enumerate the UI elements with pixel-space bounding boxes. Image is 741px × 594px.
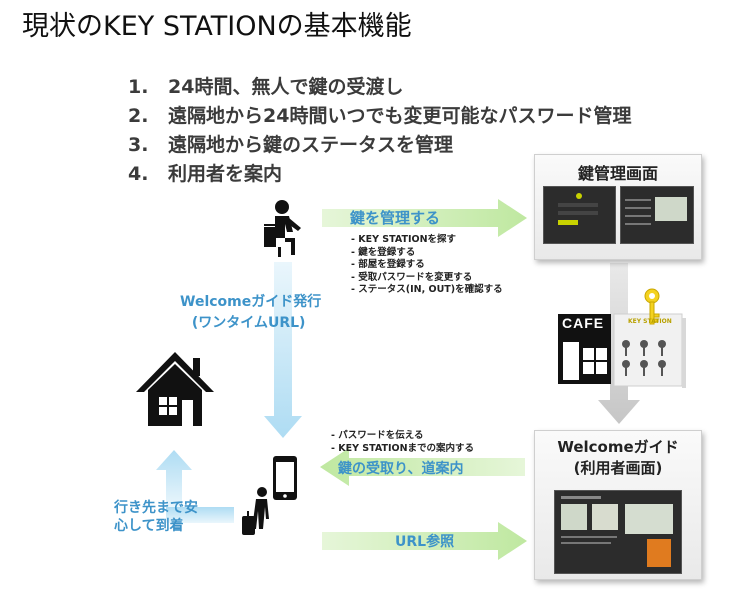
smartphone-icon [273,456,297,500]
feature-item: 2.遠隔地から24時間いつでも変更可能なパスワード管理 [128,105,632,127]
arrive-arrow-vertical [156,450,192,507]
arrive-arrow-horizontal [166,507,234,523]
manage-note: - KEY STATIONを探す [351,234,457,245]
welcome-screen [554,490,682,574]
key-screen-map [620,186,694,244]
cafe-storefront-icon [558,314,611,384]
manage-note: - 受取パスワードを変更する [351,271,473,283]
url-arrow [322,522,527,560]
feature-item: 1.24時間、無人で鍵の受渡し [128,76,404,98]
issue-label: Welcomeガイド発行 (ワンタイムURL) [180,294,322,331]
key-management-panel: 鍵管理画面 [534,154,702,260]
feature-list: 1.24時間、無人で鍵の受渡し 2.遠隔地から24時間いつでも変更可能なパスワー… [128,72,631,188]
key-panel-title: 鍵管理画面 [577,164,658,183]
manage-note: - ステータス(IN, OUT)を確認する [351,284,503,295]
receive-notes: - パスワードを伝える - KEY STATIONまでの案内する [331,430,474,455]
manage-arrow [322,199,527,237]
key-station-box [613,313,686,388]
manage-note: - 鍵を登録する [351,246,416,258]
receive-note: - パスワードを伝える [331,430,424,441]
manage-notes: - KEY STATIONを探す - 鍵を登録する - 部屋を登録する - 受取… [351,234,503,297]
issue-arrow [264,262,302,438]
receive-arrow-label: 鍵の受取り、道案内 [338,461,464,477]
house-icon [136,352,214,426]
receive-note: - KEY STATIONまでの案内する [331,442,475,454]
feature-item: 3.遠隔地から鍵のステータスを管理 [128,134,454,156]
arrive-label: 行き先まで安 心して到着 [114,500,198,534]
welcome-guide-panel: Welcomeガイド (利用者画面) [534,430,702,580]
key-screen-login [543,186,616,244]
feature-item: 4.利用者を案内 [128,163,283,185]
person-at-desk-icon [264,200,301,257]
traveler-icon [242,487,269,535]
url-arrow-label: URL参照 [395,534,455,550]
welcome-panel-title: Welcomeガイド (利用者画面) [557,438,679,477]
key-station-box-label: KEY STATION [628,318,672,325]
receive-arrow [320,448,525,486]
page-title: 現状のKEY STATIONの基本機能 [22,11,412,42]
cafe-sign: CAFE [562,315,605,331]
manage-note: - 部屋を登録する [351,259,425,270]
manage-arrow-label: 鍵を管理する [350,209,441,227]
